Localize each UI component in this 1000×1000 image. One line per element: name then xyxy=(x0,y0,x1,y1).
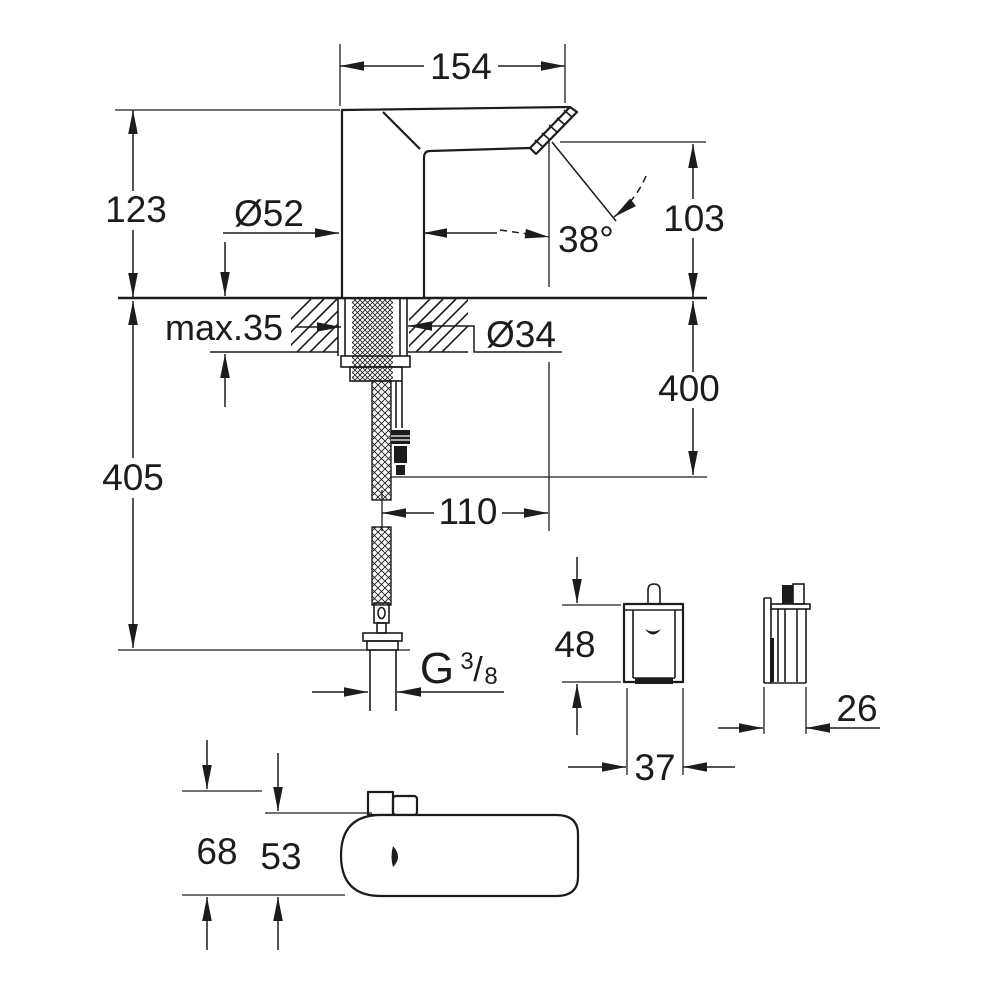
dim-hole-diameter-label: Ø34 xyxy=(486,314,556,355)
box-top-connector xyxy=(647,583,661,604)
braided-hose-upper xyxy=(371,380,392,501)
thread-slash: / xyxy=(473,651,483,689)
topview-outlet-tab-left xyxy=(366,790,395,817)
sensor-beam-arrow-right xyxy=(613,175,647,218)
supply-hose-and-cable xyxy=(362,380,410,711)
side-box-body-lines xyxy=(764,609,807,684)
hose-end-fitting xyxy=(362,602,403,711)
aerator-hatch xyxy=(534,109,573,148)
thread-numerator: 3 xyxy=(460,648,473,675)
dim-thread-size-label: G 3 / 8 xyxy=(420,644,498,693)
dim-topview-total-label: 68 xyxy=(196,831,237,872)
dim-sensor-angle-label: 38° xyxy=(558,219,614,260)
dim-outlet-to-deck-label: 103 xyxy=(663,198,725,239)
dimension-labels: 154 123 Ø52 38° 103 max.35 Ø34 400 405 1… xyxy=(102,46,877,877)
threaded-shank xyxy=(352,298,393,381)
hose-nut-body xyxy=(366,640,399,651)
power-box-front-view xyxy=(622,583,685,684)
thread-denominator: 8 xyxy=(484,663,497,690)
side-box-connector-dark xyxy=(782,585,793,604)
brand-logo-mark xyxy=(645,629,661,635)
sensor-angle-annotation xyxy=(499,141,647,239)
cable-plug-connector xyxy=(391,430,410,475)
sensor-beam-arrow-left xyxy=(499,228,550,239)
side-box-connector-outline xyxy=(792,583,805,605)
dim-spout-width-label: 154 xyxy=(430,46,492,87)
faucet-head-inner-edge xyxy=(382,111,421,150)
thread-g-letter: G xyxy=(420,644,454,693)
dim-box-depth-label: 26 xyxy=(836,688,877,729)
braided-hose-lower xyxy=(371,526,392,606)
dim-body-diameter-label: Ø52 xyxy=(234,193,304,234)
hose-nut-flange xyxy=(362,632,403,642)
connection-tube xyxy=(369,650,397,711)
angle-leg-line xyxy=(551,141,617,222)
dim-cable-length-label: 400 xyxy=(658,368,720,409)
dimension-lines xyxy=(133,66,880,950)
spout-top-view xyxy=(339,790,580,898)
dim-box-width-label: 37 xyxy=(634,747,675,788)
dim-deck-thickness-label: max.35 xyxy=(165,307,283,348)
topview-spout-body xyxy=(339,813,580,898)
dim-box-height-label: 48 xyxy=(554,624,595,665)
dim-spout-height-label: 123 xyxy=(105,189,167,230)
dim-34-arrow-right-leader xyxy=(408,321,562,353)
power-box-side-view xyxy=(763,583,811,684)
sensor-window xyxy=(391,846,398,867)
sensor-cable xyxy=(395,381,403,428)
side-box-left-wall xyxy=(763,597,772,683)
faucet-body-outline xyxy=(340,105,579,300)
topview-outlet-tab-right xyxy=(391,794,419,817)
dim-hose-length-label: 405 xyxy=(102,457,164,498)
box-inner-lines xyxy=(624,609,683,679)
side-box-accent-bar xyxy=(770,638,774,682)
box-foot xyxy=(635,678,673,684)
faucet-front-view xyxy=(337,105,579,382)
dim-topview-body-label: 53 xyxy=(260,836,301,877)
dim-projection-label: 110 xyxy=(439,491,498,532)
